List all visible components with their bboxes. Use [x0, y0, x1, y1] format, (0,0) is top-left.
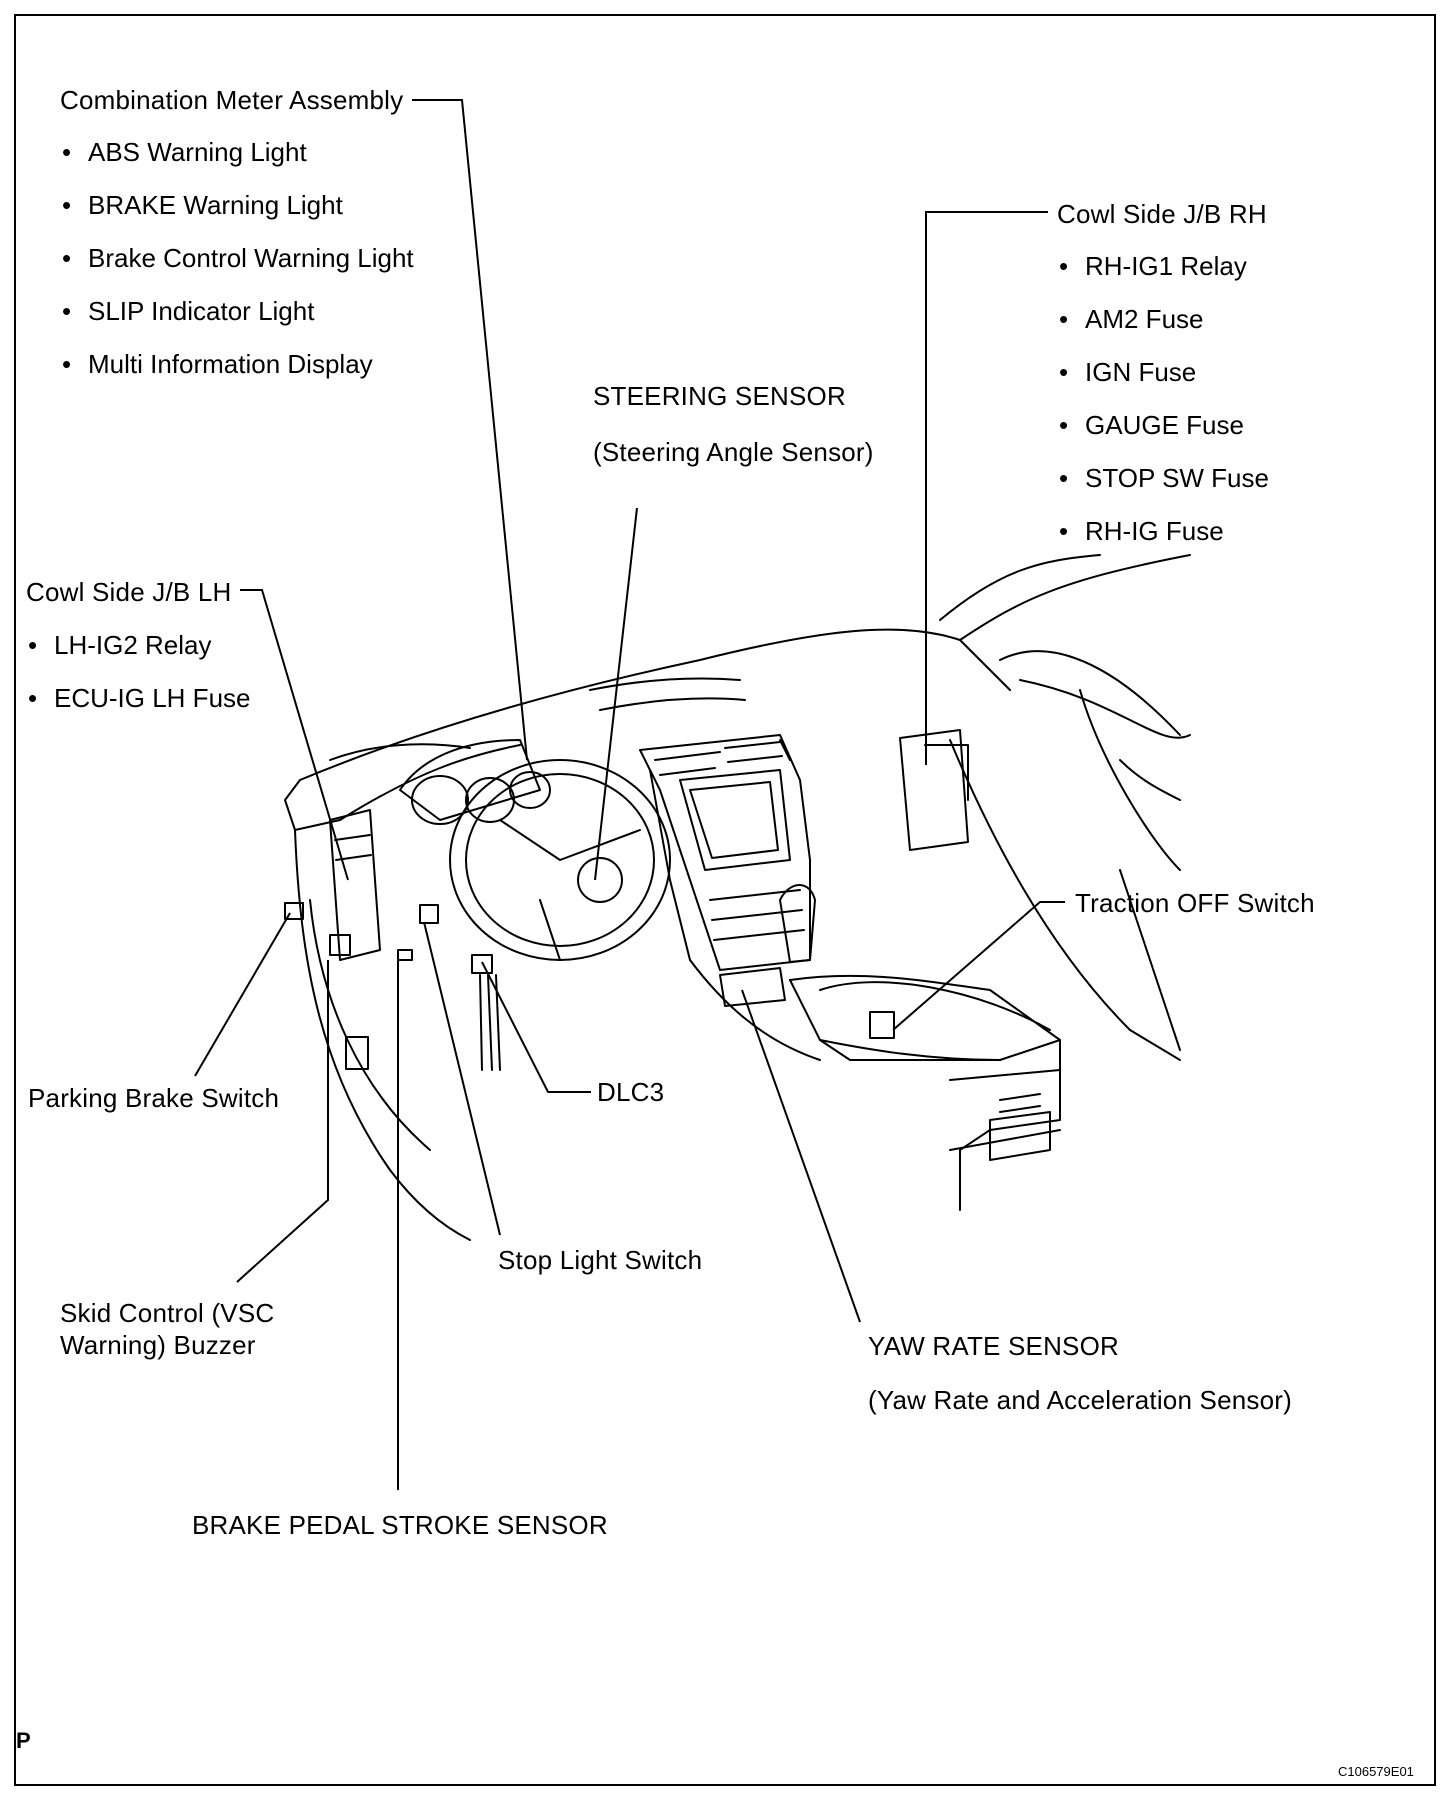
cowl-rh-item: STOP SW Fuse	[1059, 463, 1269, 493]
traction-off-switch-label: Traction OFF Switch	[1075, 888, 1315, 918]
brake-pedal-stroke-sensor-label: BRAKE PEDAL STROKE SENSOR	[192, 1510, 608, 1540]
skid-control-buzzer-label: Skid Control (VSC Warning) Buzzer	[60, 1298, 275, 1360]
combination-meter-item: SLIP Indicator Light	[62, 296, 315, 326]
steering-sensor-title: STEERING SENSOR	[593, 381, 846, 411]
cowl-lh-item: LH-IG2 Relay	[28, 630, 211, 660]
cowl-rh-item: RH-IG Fuse	[1059, 516, 1224, 546]
combination-meter-item: ABS Warning Light	[62, 137, 307, 167]
yaw-rate-sensor-subtitle: (Yaw Rate and Acceleration Sensor)	[868, 1385, 1292, 1415]
cowl-lh-title: Cowl Side J/B LH	[26, 577, 232, 607]
yaw-rate-sensor-label: YAW RATE SENSOR	[868, 1331, 1119, 1361]
figure-code: C106579E01	[1338, 1764, 1414, 1779]
leader-steering-sensor	[594, 507, 638, 881]
parking-brake-switch-label: Parking Brake Switch	[28, 1083, 280, 1113]
leader-combination-meter	[412, 99, 528, 761]
leader-traction-off	[892, 901, 1065, 1031]
combination-meter-item: Brake Control Warning Light	[62, 243, 414, 273]
cowl-rh-item: AM2 Fuse	[1059, 304, 1203, 334]
figure-frame	[14, 14, 1436, 1786]
leader-cowl-rh	[925, 211, 1048, 765]
cowl-rh-item: RH-IG1 Relay	[1059, 251, 1247, 281]
leader-dlc3	[481, 961, 591, 1093]
combination-meter-title: Combination Meter Assembly	[60, 85, 404, 115]
corner-mark: P	[16, 1728, 31, 1753]
leader-stop-light	[423, 921, 501, 1236]
leader-skid-buzzer	[236, 960, 329, 1283]
leader-yaw-rate	[741, 989, 861, 1323]
cowl-rh-title: Cowl Side J/B RH	[1057, 199, 1267, 229]
cowl-rh-item: IGN Fuse	[1059, 357, 1196, 387]
stop-light-switch-label: Stop Light Switch	[498, 1245, 703, 1275]
leader-parking-brake	[194, 912, 291, 1077]
cowl-lh-item: ECU-IG LH Fuse	[28, 683, 250, 713]
dlc3-label: DLC3	[597, 1077, 665, 1107]
combination-meter-item: Multi Information Display	[62, 349, 373, 379]
cowl-rh-item: GAUGE Fuse	[1059, 410, 1244, 440]
combination-meter-item: BRAKE Warning Light	[62, 190, 343, 220]
leader-cowl-lh	[240, 589, 349, 881]
steering-sensor-subtitle: (Steering Angle Sensor)	[593, 437, 874, 467]
